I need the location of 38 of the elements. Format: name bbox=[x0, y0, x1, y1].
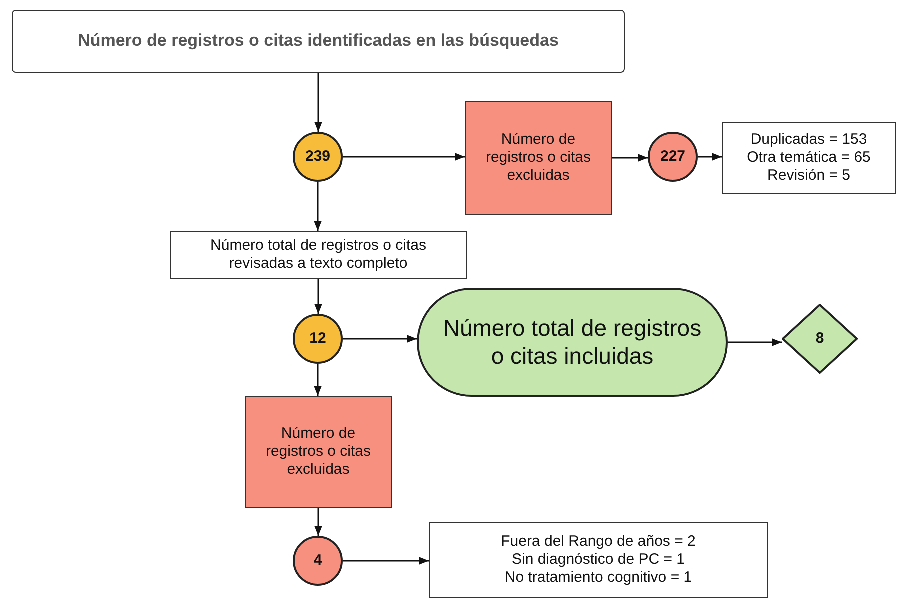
count-value: 12 bbox=[310, 330, 326, 348]
node-text: Número de registros o citas excluidas bbox=[264, 425, 372, 479]
count-value: 4 bbox=[314, 552, 322, 570]
process-box bbox=[12, 10, 625, 73]
arrow bbox=[612, 154, 648, 162]
arrow bbox=[343, 153, 465, 161]
node-text: Otra temática = 65 bbox=[747, 149, 871, 167]
count-circle bbox=[648, 132, 698, 182]
arrow bbox=[343, 335, 417, 343]
process-box bbox=[170, 231, 467, 279]
node-text: Número total de registros o citas revisadas a texto completo bbox=[210, 237, 428, 273]
node-text: Duplicadas = 153 bbox=[750, 131, 868, 149]
node-text: Revisión = 5 bbox=[768, 167, 850, 185]
node-text: Número de registros o citas identificadas en las búsquedas bbox=[78, 31, 559, 52]
arrow bbox=[314, 182, 322, 231]
node-text: Fuera del Rango de años = 2 bbox=[501, 533, 696, 551]
node-text: No tratamiento cognitivo = 1 bbox=[504, 569, 692, 587]
node-text: Sin diagnóstico de PC = 1 bbox=[512, 551, 686, 569]
count-value: 227 bbox=[660, 148, 686, 166]
arrow bbox=[314, 73, 322, 132]
arrow bbox=[343, 557, 429, 565]
arrow bbox=[314, 364, 322, 396]
node-text: Número de registros o citas excluidas bbox=[484, 131, 592, 185]
note-box bbox=[429, 522, 768, 598]
arrow bbox=[314, 279, 322, 314]
count-value: 8 bbox=[816, 330, 824, 348]
count-circle bbox=[293, 314, 343, 364]
result-diamond bbox=[782, 304, 858, 374]
node-text: Número total de registros o citas incluidas bbox=[442, 314, 703, 370]
count-value: 239 bbox=[305, 148, 331, 166]
note-box bbox=[722, 122, 896, 194]
arrow bbox=[698, 153, 722, 161]
arrow bbox=[728, 338, 782, 346]
exclusion-box bbox=[465, 101, 612, 215]
exclusion-box bbox=[245, 396, 392, 508]
count-circle bbox=[293, 536, 343, 586]
count-circle bbox=[293, 132, 343, 182]
arrow bbox=[314, 508, 322, 536]
